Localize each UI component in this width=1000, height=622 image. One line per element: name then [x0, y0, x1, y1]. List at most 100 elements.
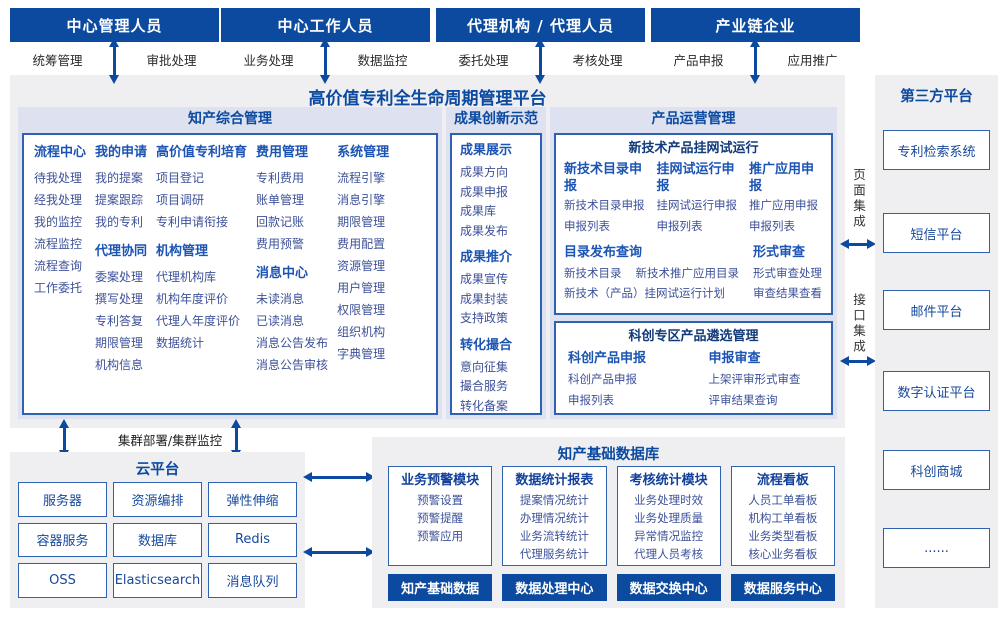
module-item: 我的专利 — [95, 215, 144, 229]
third-party-title: 第三方平台 — [900, 89, 973, 105]
module-entry: 字典管理 — [337, 343, 389, 365]
module-group-title: 数据统计报表 — [515, 473, 594, 488]
third-party-system-box: 科创商城 — [883, 450, 990, 490]
database-center-button: 数据服务中心 — [730, 574, 835, 601]
module-group-title: 成果展示 — [460, 143, 513, 158]
cloud-service-box: Elasticsearch — [113, 563, 202, 598]
module-item: 代理人员考核 — [634, 547, 704, 561]
module-item: 形式审查处理 — [753, 266, 822, 280]
module-item: 流程查询 — [34, 259, 83, 273]
module-item: 成果申报 — [460, 184, 509, 199]
module-entry: 机构信息 — [95, 354, 147, 376]
persona-group: 中心工作人员 业务处理 数据监控 — [221, 8, 430, 84]
module-item: 工作委托 — [34, 281, 83, 295]
module-group-title: 我的申请 — [95, 145, 148, 160]
module-entry: 期限管理 — [95, 332, 147, 354]
module-item: 字典管理 — [337, 347, 386, 361]
module-entry: 消息引擎 — [337, 189, 389, 211]
module-group-title: 目录发布查询 — [564, 245, 643, 260]
module-column: 流程中心待我处理经我处理我的监控流程监控流程查询工作委托 — [34, 143, 86, 405]
module-item: 已读消息 — [256, 314, 305, 328]
persona-title-bar: 中心管理人员 — [10, 8, 219, 42]
persona-label-left: 业务处理 — [243, 53, 294, 68]
module-entry: 转化撮合 — [460, 336, 532, 356]
module-entry: 机构管理 — [156, 242, 247, 262]
module-entry: 成果展示 — [460, 141, 532, 161]
module-entry: 流程引擎 — [337, 167, 389, 189]
third-party-system-box: 短信平台 — [883, 213, 990, 253]
module-entry: 提案跟踪 — [95, 189, 147, 211]
module-group: 科创产品申报 科创产品申报 申报列表 — [568, 349, 683, 411]
module-item: 预警应用 — [417, 529, 464, 543]
cloud-service-box: 服务器 — [18, 482, 107, 517]
module-entry: 机构年度评价 — [156, 288, 247, 310]
persona-label-left: 产品申报 — [673, 53, 724, 68]
module-item: 业务处理时效 — [634, 493, 704, 507]
module-item-row: 新技术目录新技术推广应用目录 — [564, 263, 753, 283]
module-item: 数据统计 — [156, 336, 205, 350]
module-item: 未读消息 — [256, 292, 305, 306]
module-item: 账单管理 — [256, 193, 305, 207]
cloud-service-box: 数据库 — [113, 522, 202, 558]
module-entry: 我的专利 — [95, 211, 147, 233]
module-column: 高价值专利培育项目登记项目调研专利申请衔接机构管理代理机构库机构年度评价代理人年… — [156, 143, 247, 405]
module-group-title: 申报审查 — [708, 351, 761, 366]
module-group: 新技术目录申报 新技术目录申报 申报列表 — [564, 161, 645, 237]
module-item: 资源管理 — [337, 259, 386, 273]
double-arrow-vertical-icon — [109, 38, 119, 84]
module-item: 消息公告审核 — [256, 358, 329, 372]
module-item: 新技术推广应用目录 — [635, 266, 740, 280]
module-group-title: 流程看板 — [756, 473, 809, 488]
module-item: 代理服务统计 — [519, 547, 589, 561]
module-item: 机构年度评价 — [156, 292, 229, 306]
module-entry: 代理协同 — [95, 242, 147, 262]
module-item: 成果方向 — [460, 165, 509, 179]
module-item: 业务流转统计 — [519, 529, 589, 543]
module-entry: 专利费用 — [256, 167, 328, 189]
module-item: 专利答复 — [95, 314, 144, 328]
module-entry: 已读消息 — [256, 310, 328, 332]
persona-group: 代理机构 / 代理人员 委托处理 考核处理 — [436, 8, 645, 84]
module-item: 费用预警 — [256, 237, 305, 251]
module-entry: 意向征集 — [460, 358, 532, 378]
third-party-boxes: 专利检索系统短信平台邮件平台数字认证平台科创商城...... — [875, 75, 998, 608]
module-item: 成果发布 — [460, 223, 509, 238]
double-arrow-vertical-icon — [535, 38, 545, 84]
module-group: 推广应用申报 推广应用申报 申报列表 — [749, 161, 823, 237]
persona-label-right: 审批处理 — [146, 53, 197, 68]
module-item: 推广应用申报 — [749, 198, 818, 212]
module-entry: 权限管理 — [337, 299, 389, 321]
module-entry: 成果申报 — [460, 183, 532, 203]
module-entry: 我的申请 — [95, 143, 147, 163]
database-module: 流程看板 人员工单看板机构工单看板业务类型看板核心业务看板 — [730, 466, 835, 566]
module-item: 核心业务看板 — [748, 547, 818, 561]
formal-review-group: 形式审查 形式审查处理 审查结果查看 — [753, 243, 823, 303]
module-item: 消息公告发布 — [256, 336, 329, 350]
module-item: 费用配置 — [337, 237, 386, 251]
section-box: 成果展示成果方向成果申报成果库成果发布成果推介成果宣传成果封装支持政策转化撮合意… — [450, 133, 542, 415]
section-title: 成果创新示范 — [454, 111, 538, 127]
module-group-title: 科创产品申报 — [568, 351, 647, 366]
sci-innovation-box: 科创专区产品遴选管理 科创产品申报 科创产品申报 申报列表 申报审查 上架评审形… — [554, 321, 833, 415]
double-arrow-vertical-icon — [320, 38, 330, 84]
section-title: 产品运营管理 — [651, 111, 736, 127]
api-integration-label: 接口集成 — [851, 293, 866, 355]
module-entry: 费用预警 — [256, 233, 328, 255]
persona-label-right: 应用推广 — [787, 53, 838, 68]
module-entry: 高价值专利培育 — [156, 143, 247, 163]
module-group-title: 业务预警模块 — [401, 473, 480, 488]
database-module: 考核统计模块 业务处理时效业务处理质量异常情况监控代理人员考核 — [616, 466, 721, 566]
module-item: 办理情况统计 — [519, 511, 589, 525]
cloud-service-box: 容器服务 — [18, 522, 107, 558]
double-arrow-horizontal-icon — [303, 472, 375, 482]
module-item: 代理人年度评价 — [156, 314, 241, 328]
database-buttons: 知产基础数据数据处理中心数据交换中心数据服务中心 — [388, 574, 835, 601]
module-item: 消息引擎 — [337, 193, 386, 207]
module-entry: 专利申请衔接 — [156, 211, 247, 233]
cloud-service-box: 弹性伸缩 — [208, 482, 297, 517]
double-arrow-horizontal-icon — [303, 547, 375, 557]
module-entry: 账单管理 — [256, 189, 328, 211]
database-module: 数据统计报表 提案情况统计办理情况统计业务流转统计代理服务统计 — [502, 466, 607, 566]
